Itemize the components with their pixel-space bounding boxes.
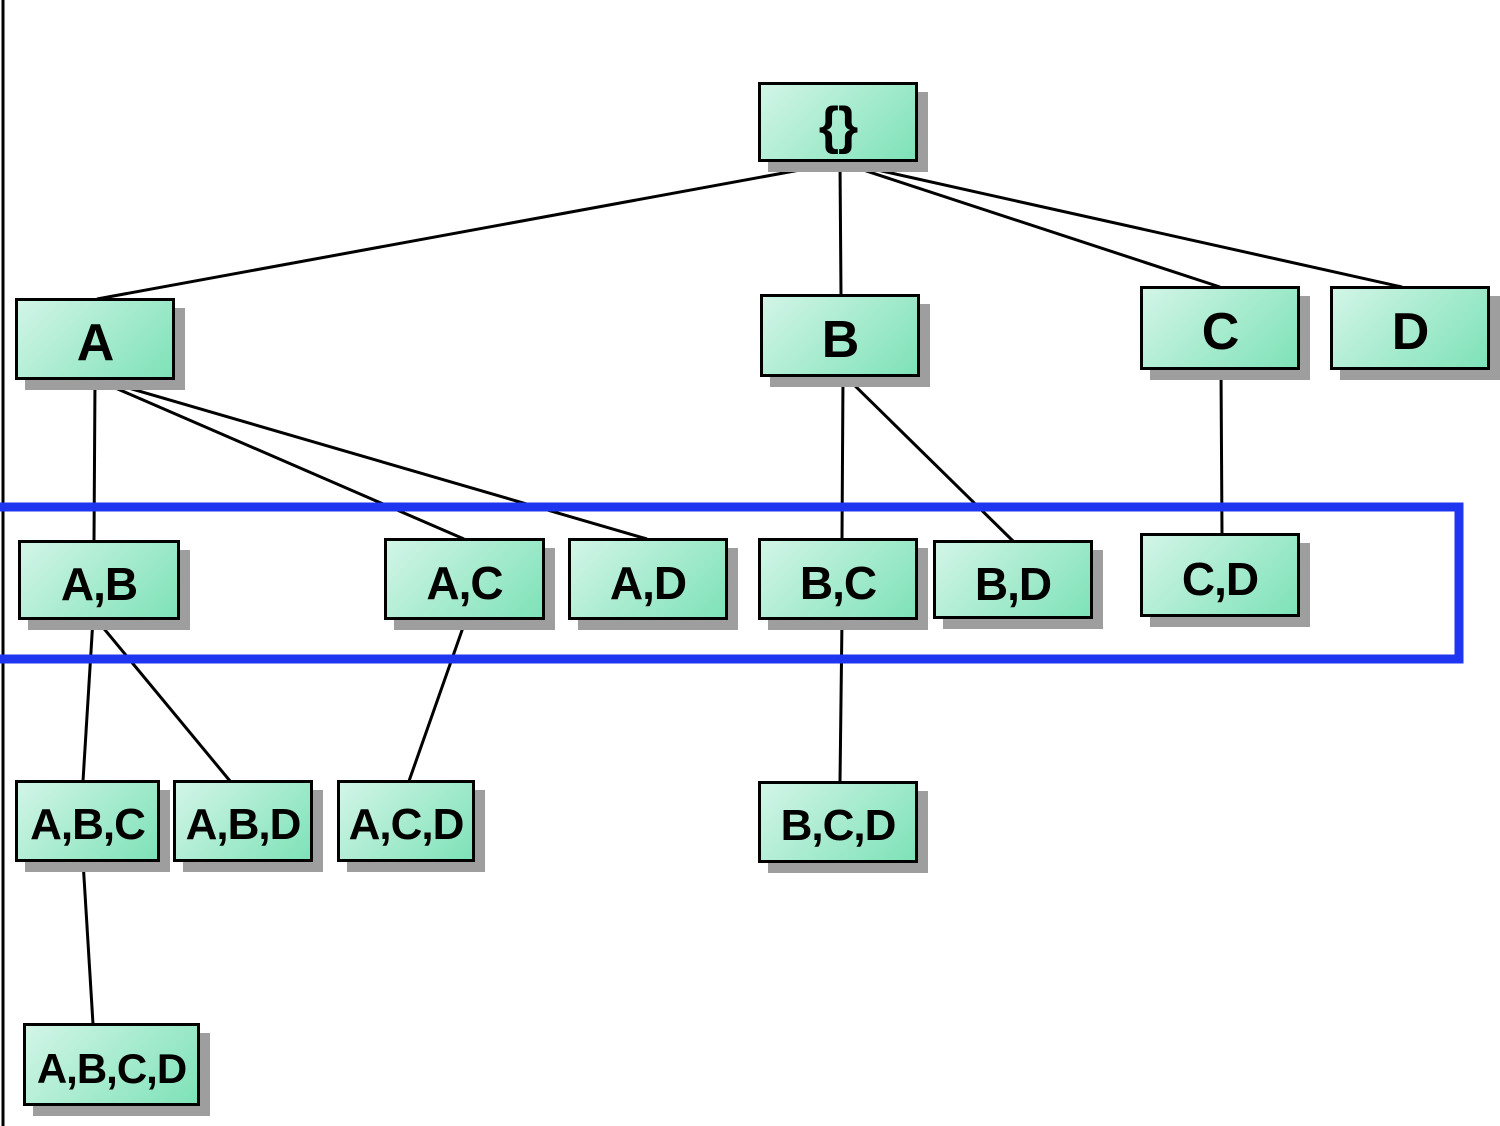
node-bcd: B,C,D	[758, 781, 918, 863]
node-label-ad: A,D	[609, 557, 687, 609]
node-root: {}	[758, 82, 918, 162]
edge-root-c	[841, 161, 1221, 289]
node-abc: A,B,C	[15, 780, 160, 862]
node-cd: C,D	[1140, 533, 1300, 617]
node-label-a: A	[76, 314, 115, 372]
node-ad: A,D	[568, 538, 728, 620]
node-label-bcd: B,C,D	[780, 801, 897, 850]
node-ab: A,B	[18, 540, 180, 620]
node-abd: A,B,D	[173, 780, 313, 862]
node-label-c: C	[1201, 303, 1240, 361]
node-label-acd: A,C,D	[348, 800, 465, 849]
node-bd: B,D	[933, 540, 1093, 619]
node-label-abc: A,B,C	[30, 800, 146, 849]
node-label-cd: C,D	[1181, 553, 1259, 605]
node-label-abd: A,B,D	[185, 800, 302, 849]
node-bc: B,C	[758, 538, 918, 620]
node-label-root: {}	[818, 97, 858, 155]
node-label-bc: B,C	[799, 557, 877, 609]
edge-root-b	[838, 162, 843, 296]
node-label-ac: A,C	[426, 557, 503, 609]
node-c: C	[1140, 286, 1300, 370]
node-acd: A,C,D	[337, 780, 475, 862]
node-ac: A,C	[384, 538, 545, 620]
edge-root-d	[845, 161, 1403, 289]
node-d: D	[1330, 286, 1490, 370]
node-b: B	[760, 294, 920, 377]
node-a: A	[15, 298, 175, 380]
node-label-bd: B,D	[974, 557, 1052, 610]
node-label-abcd: A,B,C,D	[36, 1044, 187, 1092]
node-label-d: D	[1391, 303, 1430, 361]
node-label-b: B	[821, 310, 860, 369]
node-abcd: A,B,C,D	[23, 1023, 200, 1106]
edge-abc-abcd	[81, 860, 95, 1025]
node-label-ab: A,B	[60, 558, 138, 610]
edge-root-a	[96, 161, 839, 301]
